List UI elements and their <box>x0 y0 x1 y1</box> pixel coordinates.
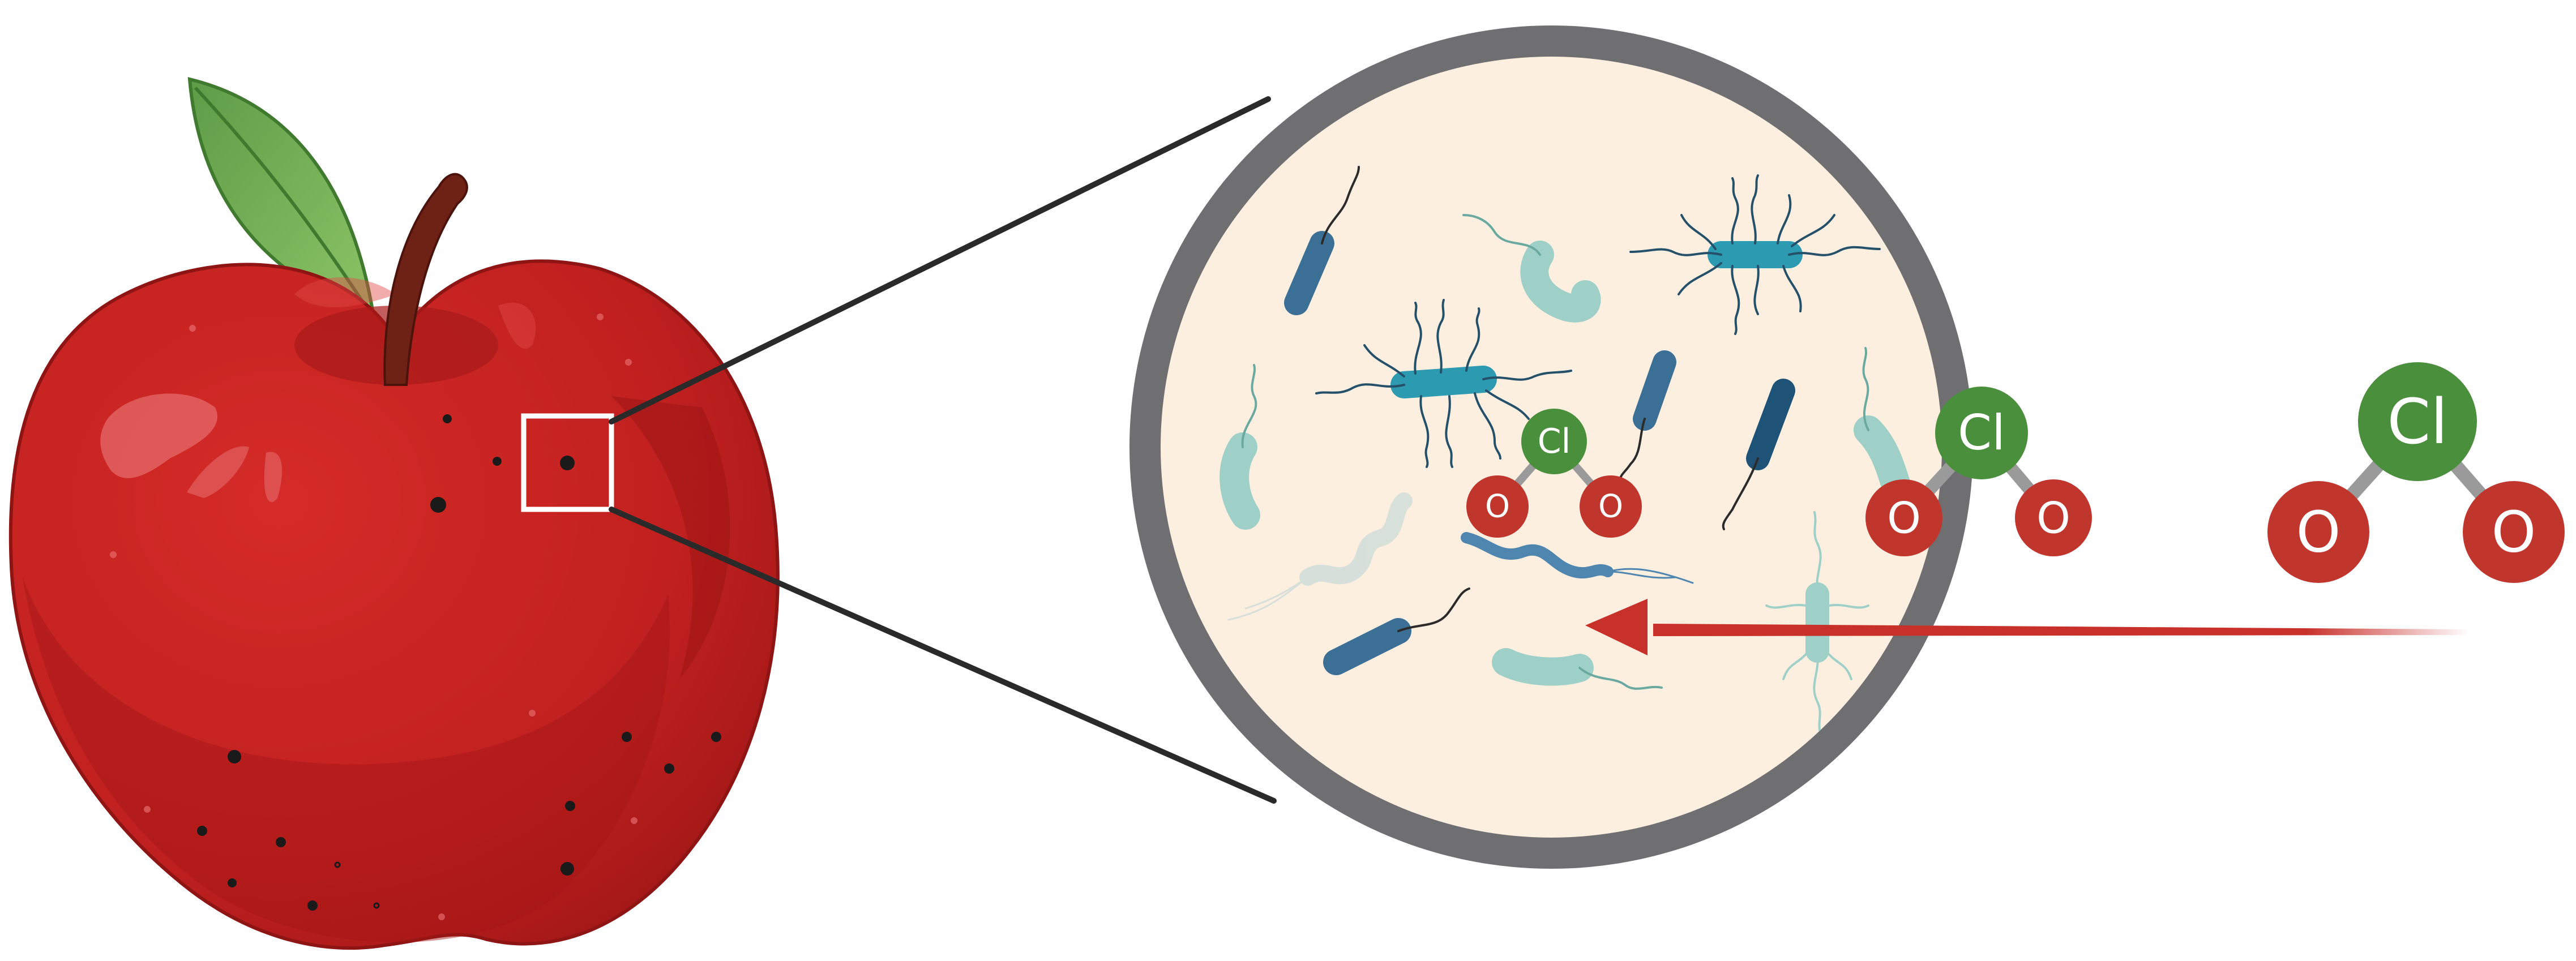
bacteria-icon <box>1629 174 1881 335</box>
bacteria-icon <box>1461 532 1694 584</box>
atom-label-o: O <box>1598 488 1623 525</box>
bacteria-icon <box>1722 379 1795 530</box>
chlorine-dioxide-molecule-icon: Cl O O <box>1466 409 1642 538</box>
atom-label-o: O <box>1887 493 1921 543</box>
zoom-region-box <box>521 413 614 512</box>
atom-label-o: O <box>2036 493 2070 543</box>
stem-icon <box>383 173 468 386</box>
bacteria-icon <box>1227 492 1413 621</box>
atom-label-cl: Cl <box>2387 385 2447 458</box>
bacteria-icon <box>1219 364 1260 530</box>
zoom-lines <box>609 96 1277 804</box>
bacteria-icon <box>1284 166 1360 315</box>
bacteria-icon <box>1492 648 1663 690</box>
bacteria-icon <box>1323 587 1470 675</box>
atom-label-cl: Cl <box>1538 422 1571 461</box>
bacteria-icon <box>1462 214 1601 323</box>
magnifier-icon: Cl O O <box>1129 25 1973 869</box>
atom-label-o: O <box>1485 488 1510 525</box>
atom-label-cl: Cl <box>1958 405 2005 461</box>
bacteria-icon <box>1619 350 1676 482</box>
atom-label-o: O <box>2492 499 2536 565</box>
chlorine-dioxide-molecule-icon: Cl O O <box>1865 387 2092 556</box>
chlorine-dioxide-molecule-icon: Cl O O <box>2267 362 2565 583</box>
surface-spots <box>197 414 721 911</box>
apple-icon <box>8 77 780 950</box>
arrow-icon <box>1585 599 2468 655</box>
atom-label-o: O <box>2296 499 2341 565</box>
bacteria-icon <box>1315 299 1572 468</box>
